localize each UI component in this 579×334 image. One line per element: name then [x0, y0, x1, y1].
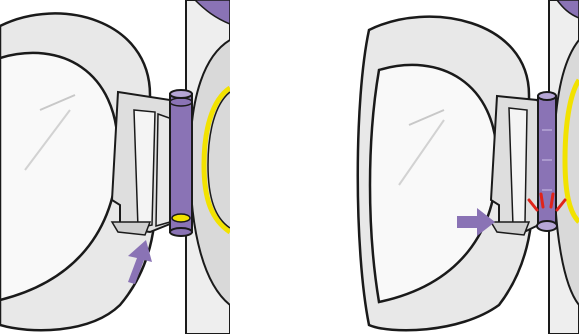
step-2-illustration	[349, 0, 579, 334]
hinge-pin	[170, 90, 192, 236]
step-1-illustration	[0, 0, 230, 334]
step-2-drawing	[349, 0, 579, 334]
step-1-drawing	[0, 0, 230, 334]
hinge-pin	[537, 92, 557, 231]
